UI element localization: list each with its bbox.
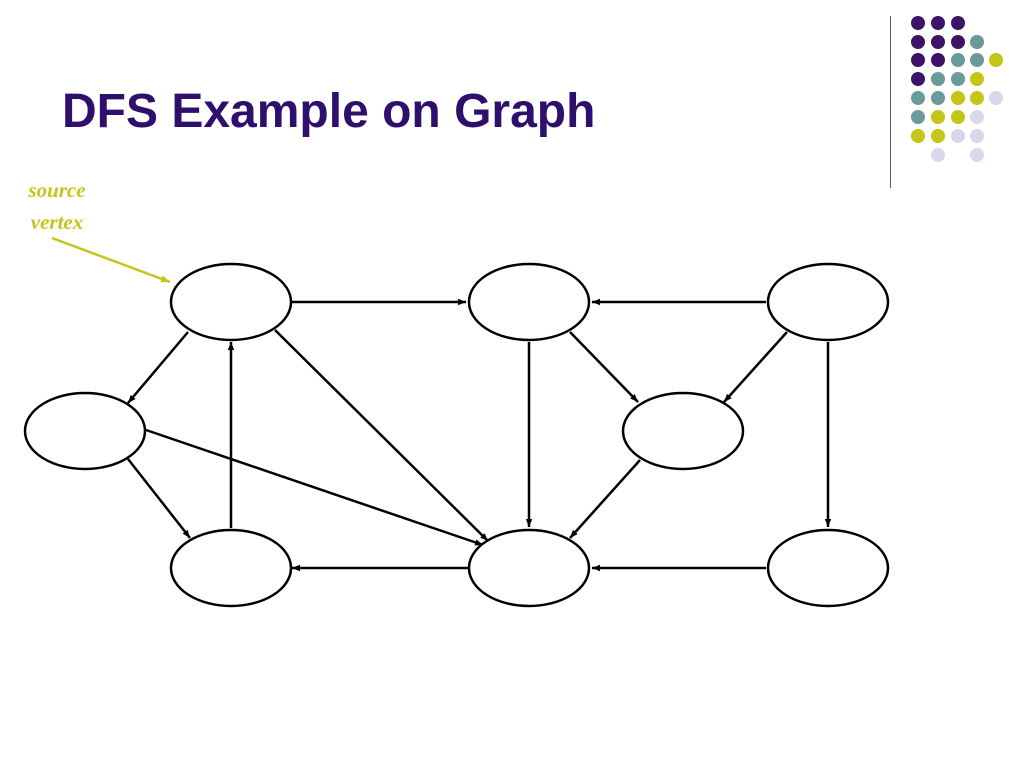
vertex	[23, 391, 147, 471]
dot	[911, 72, 925, 86]
edge	[569, 459, 641, 539]
dot	[970, 53, 984, 67]
dot	[970, 110, 984, 124]
dot	[989, 91, 1003, 105]
dot	[951, 110, 965, 124]
vertex	[467, 262, 591, 342]
slide-title: DFS Example on Graph	[62, 85, 596, 138]
vertex	[169, 528, 293, 608]
dot	[931, 53, 945, 67]
source-pointer-arrow	[51, 236, 171, 284]
dot	[931, 72, 945, 86]
dot	[951, 53, 965, 67]
vertex	[766, 528, 890, 608]
edge	[127, 458, 191, 539]
dot	[970, 91, 984, 105]
vertex	[766, 262, 890, 342]
dot	[931, 91, 945, 105]
dot	[931, 148, 945, 162]
dot	[951, 91, 965, 105]
divider-line	[890, 16, 891, 188]
dot	[989, 53, 1003, 67]
dot	[970, 148, 984, 162]
decorative-dot-grid	[911, 16, 1003, 162]
dot	[931, 35, 945, 49]
dot	[911, 129, 925, 143]
dot	[970, 72, 984, 86]
dot	[951, 16, 965, 30]
dot	[911, 53, 925, 67]
dot	[970, 35, 984, 49]
edge	[145, 428, 484, 547]
dot	[931, 129, 945, 143]
vertex	[467, 528, 591, 608]
dot	[931, 16, 945, 30]
dot	[911, 16, 925, 30]
vertex	[621, 391, 745, 471]
dot	[911, 35, 925, 49]
source-vertex-label: source vertex	[14, 174, 100, 238]
dot	[931, 110, 945, 124]
edge	[569, 331, 639, 403]
source-label-line2: vertex	[30, 210, 84, 234]
dot	[951, 129, 965, 143]
dot	[951, 72, 965, 86]
dot	[970, 129, 984, 143]
edge	[127, 331, 189, 404]
edge	[274, 329, 489, 542]
vertex-source	[169, 262, 293, 342]
dot	[951, 35, 965, 49]
source-label-line1: source	[28, 178, 86, 202]
edge	[723, 331, 788, 403]
dot	[911, 110, 925, 124]
dot	[911, 91, 925, 105]
